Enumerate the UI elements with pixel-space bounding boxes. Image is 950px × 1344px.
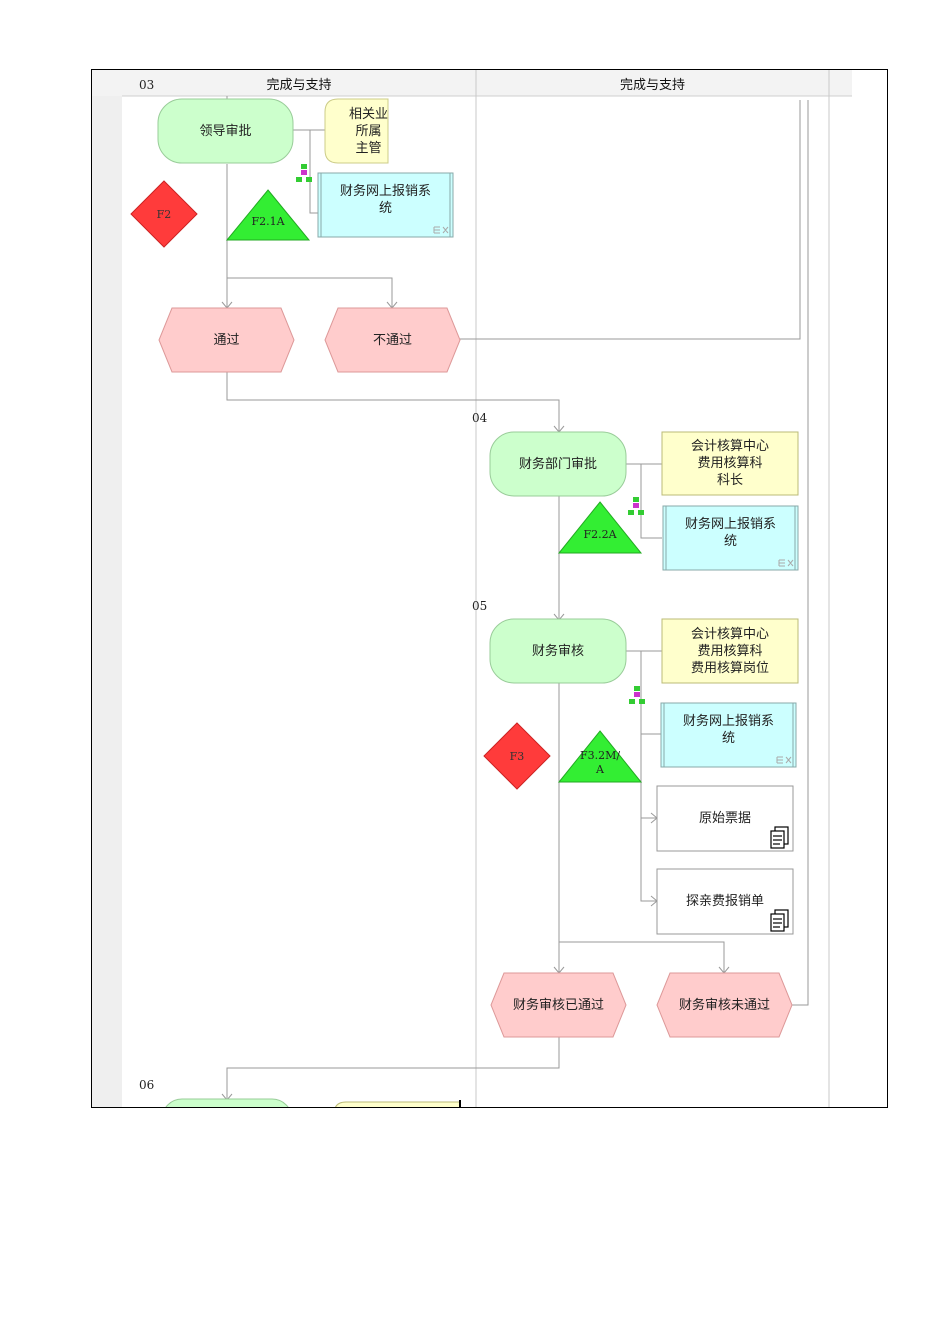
connector-leader-notpass — [226, 266, 393, 308]
label-leader-approval: 领导审批 — [199, 123, 252, 139]
connector-pass-finance — [226, 372, 560, 432]
org-chart-icon — [296, 164, 312, 182]
lane-header-left: 完成与支持 — [266, 78, 332, 93]
label-pass: 通过 — [213, 332, 240, 348]
diagram-stage: 完成与支持 完成与支持 03 04 05 06 领导审批 相关业 所属 主管 财… — [92, 70, 887, 1108]
connector-review-form — [640, 818, 657, 902]
label-review-passed: 财务审核已通过 — [512, 997, 604, 1013]
document-visit-expense-form[interactable] — [656, 868, 794, 935]
role-accounting-post[interactable] — [661, 618, 799, 684]
risk-f3[interactable] — [483, 722, 551, 790]
connector-notpass-loop — [460, 100, 801, 340]
label-accounting-head: 会计核算中心 费用核算科 科长 — [690, 439, 769, 488]
step-number-06: 06 — [139, 1078, 155, 1092]
role-accounting-head[interactable] — [661, 431, 799, 496]
document-stack-icon — [770, 826, 789, 849]
connector-review-receipts — [626, 650, 657, 819]
label-control-f2-2a: F2.2A — [583, 527, 617, 541]
label-dept-leader-role: 相关业 所属 主管 — [349, 106, 388, 156]
event-pass[interactable] — [158, 307, 295, 373]
right-strip — [829, 70, 852, 1107]
label-risk-f3: F3 — [509, 749, 525, 763]
function-next-partial[interactable] — [162, 1098, 292, 1108]
label-accounting-post: 会计核算中心 费用核算科 费用核算岗位 — [690, 626, 769, 676]
diagram-canvas — [92, 70, 852, 1108]
step-number-03: 03 — [139, 78, 155, 92]
connector-review-notpassed — [559, 941, 725, 973]
label-not-pass: 不通过 — [372, 332, 412, 348]
role-next-partial[interactable] — [334, 1101, 461, 1108]
step-number-05: 05 — [472, 599, 488, 613]
control-f3-2ma[interactable] — [557, 730, 643, 783]
label-review-not-passed: 财务审核未通过 — [678, 997, 770, 1013]
label-risk-f2: F2 — [156, 207, 172, 221]
step-number-04: 04 — [472, 411, 488, 425]
risk-f2[interactable] — [130, 180, 198, 248]
label-visit-expense-form: 探亲费报销单 — [685, 894, 764, 909]
lane-header-right: 完成与支持 — [619, 78, 685, 93]
label-control-f3-2ma: F3.2M/ A — [579, 749, 621, 776]
connectors — [226, 96, 809, 1100]
function-leader-approval[interactable] — [157, 98, 294, 164]
system-finance-1[interactable] — [317, 172, 454, 238]
control-f2-2a[interactable] — [557, 501, 643, 554]
org-chart-icon — [629, 686, 645, 704]
connector-fdept-system — [626, 463, 662, 539]
event-review-passed[interactable] — [490, 972, 627, 1038]
label-control-f2-1a: F2.1A — [251, 214, 285, 228]
label-finance-system-3: 财务网上报销系 统 — [682, 714, 774, 746]
control-f2-1a[interactable] — [225, 189, 311, 241]
connector-notpassed-loop — [792, 100, 809, 1006]
document-stack-icon — [770, 909, 789, 932]
function-finance-review[interactable] — [489, 618, 627, 684]
role-dept-leader[interactable] — [324, 98, 389, 164]
document-original-receipts[interactable] — [656, 785, 794, 852]
lane-header-bar — [92, 70, 852, 96]
event-review-not-passed[interactable] — [656, 972, 793, 1038]
label-finance-system-2: 财务网上报销系 统 — [684, 517, 776, 549]
process-diagram-frame: 完成与支持 完成与支持 03 04 05 06 领导审批 相关业 所属 主管 财… — [91, 69, 888, 1108]
label-finance-system-1: 财务网上报销系 统 — [339, 184, 431, 216]
label-original-receipts: 原始票据 — [698, 811, 751, 826]
event-not-pass[interactable] — [324, 307, 461, 373]
function-finance-dept-approval[interactable] — [489, 431, 627, 497]
label-finance-review: 财务审核 — [531, 643, 584, 659]
connector-review-system — [626, 650, 662, 735]
system-finance-3[interactable] — [660, 702, 797, 768]
left-gutter — [92, 70, 122, 1107]
org-chart-icon — [628, 497, 644, 515]
label-finance-dept-approval: 财务部门审批 — [518, 456, 597, 472]
system-finance-2[interactable] — [662, 505, 799, 571]
connector-passed-next — [226, 1037, 560, 1100]
system-corner-marks — [433, 226, 794, 764]
